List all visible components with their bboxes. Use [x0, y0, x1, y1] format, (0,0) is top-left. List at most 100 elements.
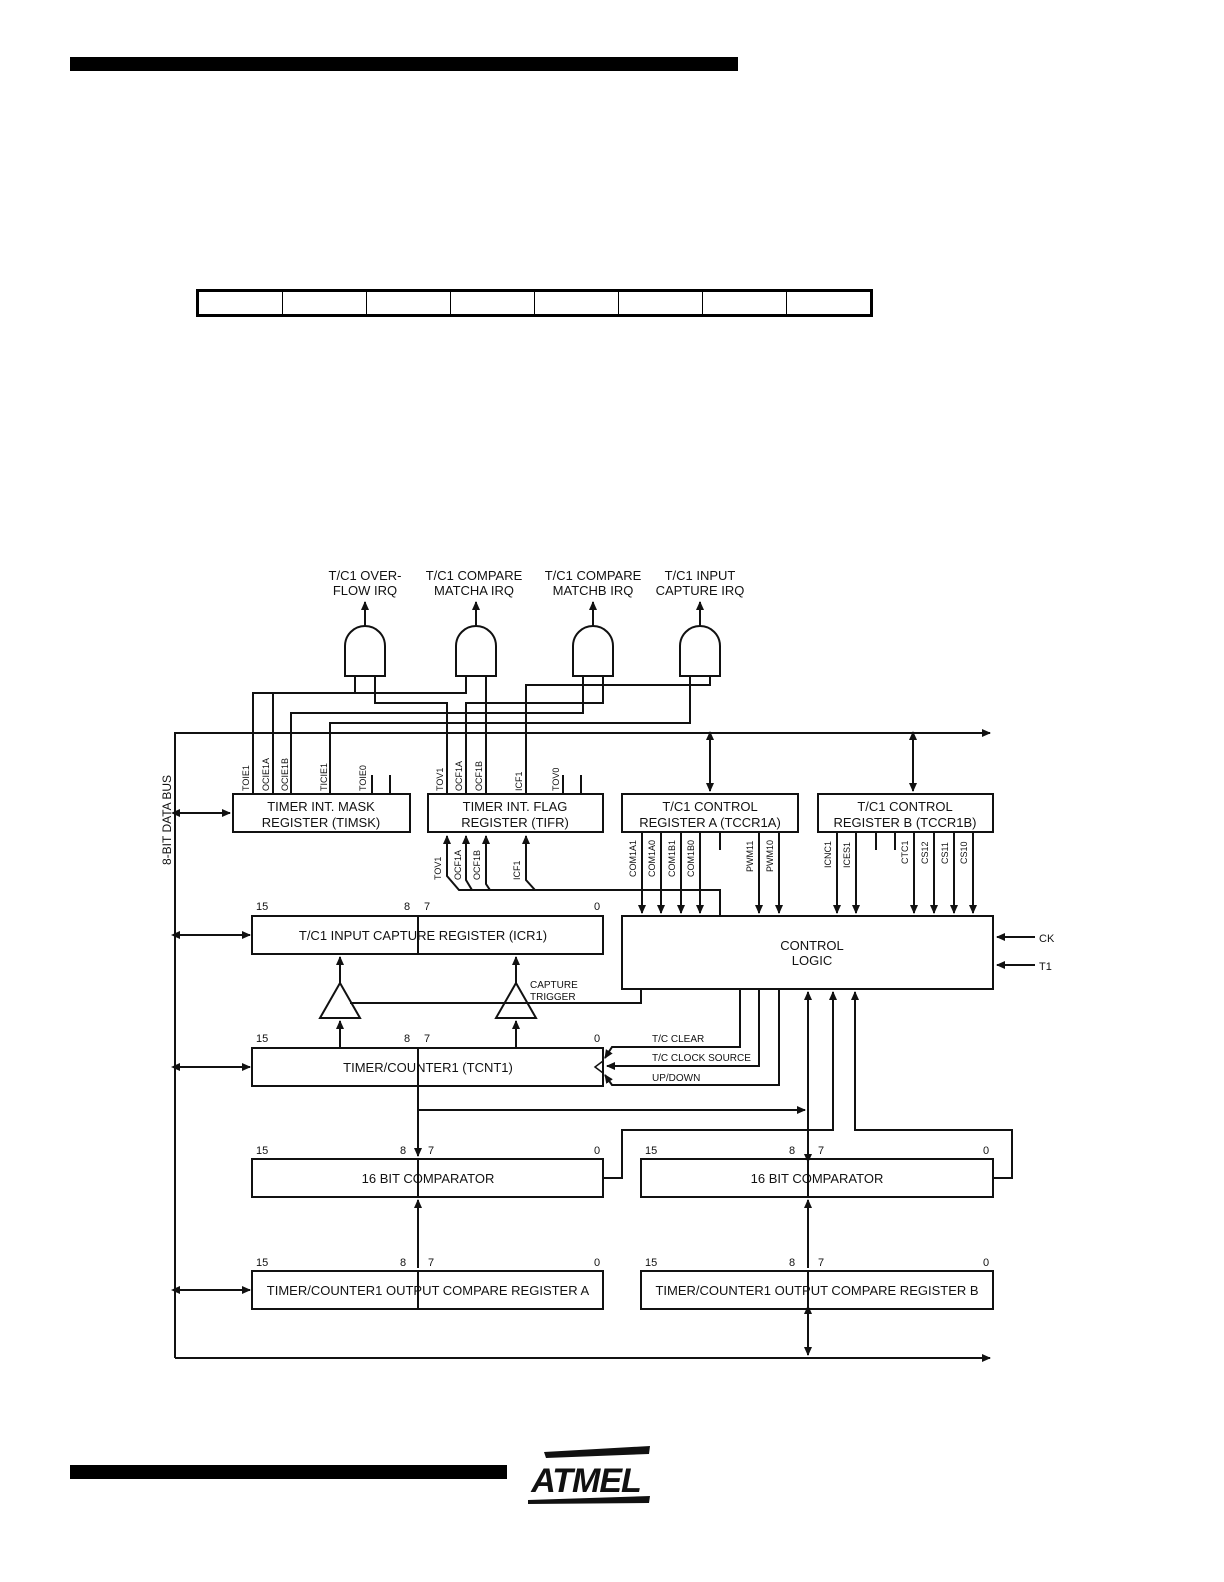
- tifr-bit-label: TOV0: [551, 768, 561, 791]
- tifr-bit-label: ICF1: [514, 771, 524, 791]
- register-bit-cell: [199, 292, 283, 314]
- and-gate-matcha: [455, 625, 497, 677]
- timer-counter1-block-diagram: T/C1 OVER- FLOW IRQ T/C1 COMPARE MATCHA …: [160, 568, 1055, 1362]
- capture-buffer-low: [494, 980, 538, 1019]
- t1-input-label: T1: [1039, 961, 1052, 973]
- irq-capture-line1: T/C1 INPUT: [665, 568, 736, 583]
- ck-input-label: CK: [1039, 933, 1055, 945]
- bit-7-label: 7: [428, 1257, 434, 1269]
- icr1-label: T/C1 INPUT CAPTURE REGISTER (ICR1): [299, 928, 547, 943]
- bit-7-label: 7: [818, 1257, 824, 1269]
- tccr1a-bit-label: PWM10: [765, 840, 775, 872]
- control-logic-label-line1: CONTROL: [780, 938, 844, 953]
- tccr1b-bit-label: ICES1: [842, 842, 852, 868]
- tifr-label-line1: TIMER INT. FLAG: [463, 799, 568, 814]
- data-bus-top: [174, 729, 991, 1358]
- bit-15-label: 15: [256, 1145, 268, 1157]
- tifr-box: [427, 793, 604, 833]
- and-gate-capture: [679, 625, 721, 677]
- data-bus-label: 8-BIT DATA BUS: [160, 775, 174, 865]
- capture-trigger-line2: TRIGGER: [530, 992, 576, 1003]
- register-bit-table: [196, 289, 873, 317]
- bit-0-label: 0: [594, 1033, 600, 1045]
- bit-15-label: 15: [645, 1257, 657, 1269]
- and-gate-overflow: [344, 625, 386, 677]
- bit-0-label: 0: [983, 1145, 989, 1157]
- bit-15-label: 15: [256, 1257, 268, 1269]
- irq-matchb-line2: MATCHB IRQ: [553, 583, 634, 598]
- bit-8-label: 8: [789, 1145, 795, 1157]
- atmel-logo: ATMEL: [528, 1446, 650, 1504]
- icr1-box: [251, 915, 604, 955]
- ocr1b-label: TIMER/COUNTER1 OUTPUT COMPARE REGISTER B: [655, 1283, 978, 1298]
- register-bit-cell: [535, 292, 619, 314]
- register-bit-cell: [367, 292, 451, 314]
- tcnt1-box: [251, 1047, 604, 1087]
- bit-0-label: 0: [594, 901, 600, 913]
- header-rule: [70, 57, 738, 71]
- up-down-label: UP/DOWN: [652, 1073, 700, 1084]
- tccr1b-bit-label: CS11: [940, 842, 950, 864]
- register-bit-cell: [787, 292, 870, 314]
- tifr-input-label: TOV1: [433, 857, 443, 880]
- timsk-bit-label: TOIE0: [358, 765, 368, 791]
- timsk-label-line2: REGISTER (TIMSK): [262, 815, 380, 830]
- register-bit-cell: [283, 292, 367, 314]
- bit-7-label: 7: [424, 1033, 430, 1045]
- comparator-b-label: 16 BIT COMPARATOR: [751, 1171, 884, 1186]
- control-logic-box: [621, 915, 994, 990]
- tccr1b-bit-label: CTC1: [900, 840, 910, 864]
- tccr1a-label-line2: REGISTER A (TCCR1A): [639, 815, 781, 830]
- tccr1a-bit-label: COM1B1: [667, 840, 677, 877]
- bit-8-label: 8: [789, 1257, 795, 1269]
- tifr-input-label: ICF1: [512, 860, 522, 880]
- timsk-bit-label: TOIE1: [241, 765, 251, 791]
- tccr1a-bit-label: COM1B0: [686, 840, 696, 877]
- tccr1a-bit-label: COM1A1: [628, 840, 638, 877]
- tccr1a-bit-label: PWM11: [745, 841, 755, 872]
- tifr-input-label: OCF1A: [453, 850, 463, 880]
- capture-trigger-line1: CAPTURE: [530, 980, 578, 991]
- register-bit-cell: [619, 292, 703, 314]
- bit-0-label: 0: [594, 1257, 600, 1269]
- tccr1a-label-line1: T/C1 CONTROL: [662, 799, 757, 814]
- control-logic-label-line2: LOGIC: [792, 953, 832, 968]
- irq-capture-line2: CAPTURE IRQ: [656, 583, 745, 598]
- register-bit-cell: [451, 292, 535, 314]
- tccr1b-bit-label: CS12: [920, 841, 930, 864]
- comparator-a-label: 16 BIT COMPARATOR: [362, 1171, 495, 1186]
- irq-matchb-line1: T/C1 COMPARE: [545, 568, 642, 583]
- and-gate-matchb: [572, 625, 614, 677]
- tc-clear-label: T/C CLEAR: [652, 1034, 704, 1045]
- register-bit-cell: [703, 292, 787, 314]
- bit-8-label: 8: [400, 1145, 406, 1157]
- tccr1a-box: [621, 793, 799, 833]
- bit-15-label: 15: [256, 1033, 268, 1045]
- tccr1a-bit-label: COM1A0: [647, 840, 657, 877]
- bit-7-label: 7: [424, 901, 430, 913]
- ocr1a-box: [251, 1270, 604, 1310]
- tifr-label-line2: REGISTER (TIFR): [461, 815, 569, 830]
- bit-15-label: 15: [645, 1145, 657, 1157]
- tifr-bit-label: OCF1B: [474, 761, 484, 791]
- tifr-bit-label: TOV1: [435, 768, 445, 791]
- bit-0-label: 0: [983, 1257, 989, 1269]
- tccr1b-bit-label: ICNC1: [823, 841, 833, 868]
- ocr1b-box: [640, 1270, 994, 1310]
- tccr1b-label-line2: REGISTER B (TCCR1B): [833, 815, 976, 830]
- tifr-input-label: OCF1B: [472, 850, 482, 880]
- bit-0-label: 0: [594, 1145, 600, 1157]
- timsk-bit-label: OCIE1B: [280, 758, 290, 791]
- irq-matcha-line1: T/C1 COMPARE: [426, 568, 523, 583]
- bit-8-label: 8: [400, 1257, 406, 1269]
- tccr1b-box: [817, 793, 994, 833]
- tifr-bit-label: OCF1A: [454, 761, 464, 791]
- irq-overflow-line1: T/C1 OVER-: [329, 568, 402, 583]
- bit-7-label: 7: [818, 1145, 824, 1157]
- timsk-bit-label: OCIE1A: [261, 758, 271, 791]
- timsk-box: [232, 793, 411, 833]
- logo-text: ATMEL: [530, 1462, 641, 1500]
- ocr1a-label: TIMER/COUNTER1 OUTPUT COMPARE REGISTER A: [267, 1283, 590, 1298]
- bit-8-label: 8: [404, 1033, 410, 1045]
- tccr1b-label-line1: T/C1 CONTROL: [857, 799, 952, 814]
